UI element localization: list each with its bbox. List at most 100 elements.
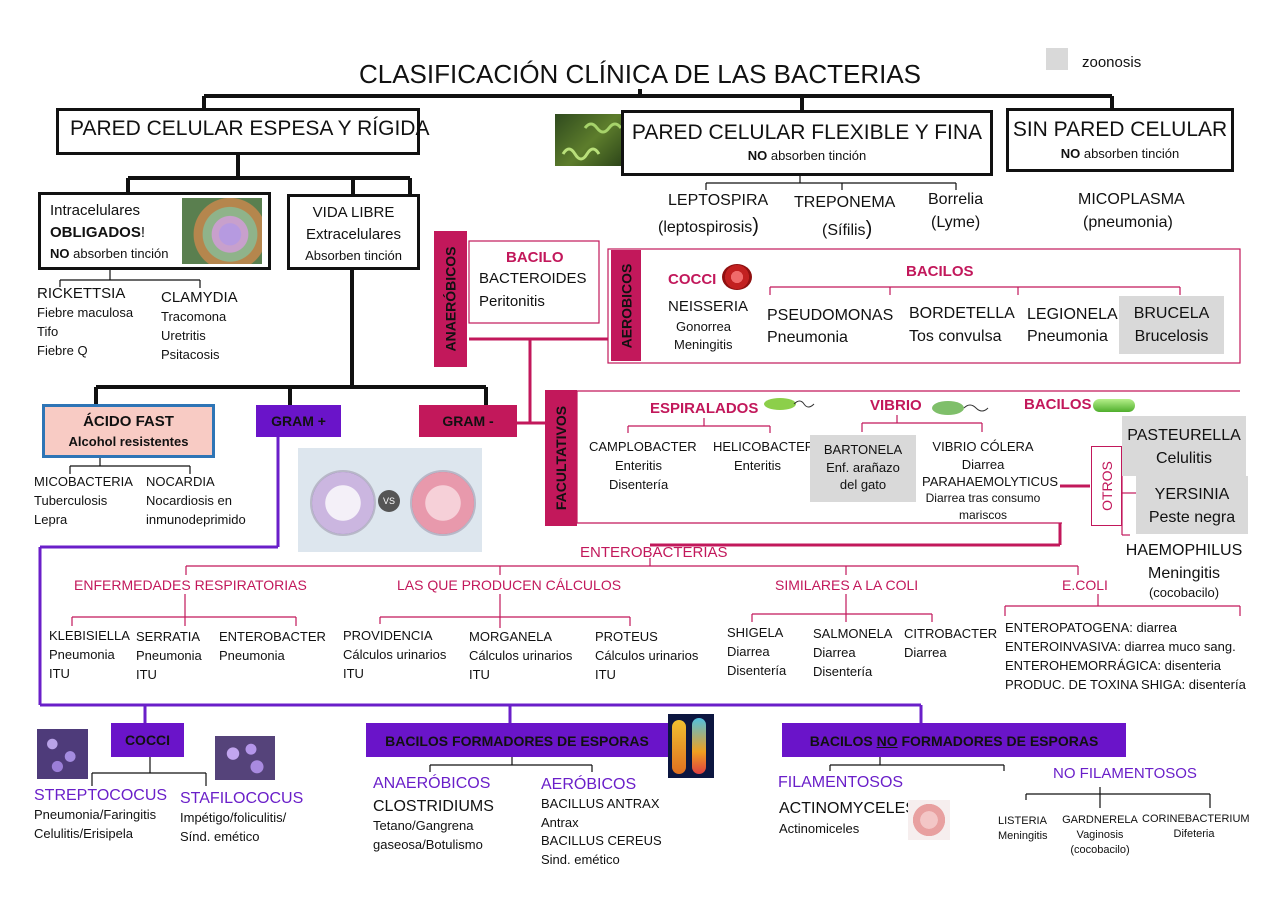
chlamydia-d1: Tracomona: [161, 309, 227, 324]
non-spore-pre: BACILOS: [809, 733, 877, 749]
legend-swatch: [1046, 48, 1068, 70]
chlamydia-name: CLAMYDIA: [161, 289, 238, 306]
flexible-wall-no: NO: [747, 148, 768, 163]
clostridium-d1: Tetano/Gangrena: [373, 818, 474, 833]
neisseria-d1: Gonorrea: [676, 319, 731, 334]
vibrio-colera-name: VIBRIO CÓLERA: [932, 439, 1034, 454]
aerobic-bacilli-head: BACILOS: [906, 263, 974, 280]
bartonela-d1: Enf. arañazo: [826, 460, 900, 475]
staphylococcus-image: [215, 736, 275, 780]
bacillus-icon: [1093, 399, 1135, 412]
resp-item-0-d2: ITU: [49, 666, 70, 681]
filamentous-head: FILAMENTOSOS: [778, 774, 904, 791]
acid-fast-box: [42, 404, 215, 458]
no-wall-no: NO: [1060, 146, 1081, 161]
spore-image: [668, 714, 714, 778]
facultative-label-box: FACULTATIVOS: [545, 390, 577, 526]
treponema-close: ): [865, 218, 873, 240]
coli-like-item-0-d1: Diarrea: [727, 644, 770, 659]
staphylococcus-d1: Impétigo/foliculitis/: [180, 810, 287, 825]
stones-head: LAS QUE PRODUCEN CÁLCULOS: [397, 577, 622, 593]
borrelia-name: Borrelia: [928, 191, 984, 208]
vibrio-colera-d3: Diarrea tras consumo: [925, 491, 1041, 505]
pseudomonas-name: PSEUDOMONAS: [767, 307, 894, 324]
actinomyces-name: ACTINOMYCELES: [779, 800, 916, 817]
stones-item-1-d1: Cálculos urinarios: [469, 648, 573, 663]
leptospira-close: ): [752, 215, 759, 237]
yersinia-disease: Peste negra: [1148, 509, 1236, 526]
ecoli-head: E.COLI: [1062, 577, 1108, 593]
ecoli-line-2: ENTEROHEMORRÁGICA: disenteria: [1005, 658, 1221, 673]
stones-item-2-d1: Cálculos urinarios: [595, 648, 699, 663]
gram-positive-dish: [310, 470, 376, 536]
free-life-line3: Absorben tinción: [305, 248, 402, 263]
non-spore-post: FORMADORES DE ESPORAS: [897, 733, 1099, 749]
bordetella-disease: Tos convulsa: [909, 328, 1002, 345]
actinomyces-image: [908, 800, 950, 840]
borrelia-disease: (Lyme): [931, 214, 981, 231]
treponema-disease: (Sífilis): [822, 217, 872, 242]
treponema-name: TREPONEMA: [794, 194, 896, 211]
mycoplasma-name: MICOPLASMA: [1078, 191, 1185, 208]
spiral-bacteria-icon: [762, 392, 818, 418]
leptospira-disease: (leptospirosis): [658, 214, 759, 239]
legend-label: zoonosis: [1082, 54, 1142, 71]
thick-wall-title: PARED CELULAR ESPESA Y RÍGIDA: [70, 117, 430, 140]
no-wall-box: [1006, 108, 1234, 172]
coli-like-item-1-name: SALMONELA: [813, 626, 893, 641]
acid-fast-sub: Alcohol resistentes: [68, 434, 189, 449]
intracellular-line3: NO absorben tinción: [50, 246, 169, 262]
corinebacterium-name: CORINEBACTERIUM: [1142, 813, 1250, 825]
intracellular-line2: OBLIGADOS!: [50, 224, 145, 243]
gram-negative-dish: [410, 470, 476, 536]
stones-item-1-d2: ITU: [469, 667, 490, 682]
vibrio-shape: [932, 401, 989, 415]
no-wall-sub: NO absorben tinción: [1006, 146, 1234, 162]
intracellular-no-stain: absorben tinción: [69, 246, 169, 261]
ecoli-line-0: ENTEROPATOGENA: diarrea: [1005, 620, 1177, 635]
others-label: OTROS: [1098, 461, 1115, 511]
neisseria-d2: Meningitis: [674, 337, 733, 352]
bacteroides-disease: Peritonitis: [479, 293, 545, 310]
rickettsia-d1: Fiebre maculosa: [37, 305, 134, 320]
facultative-bacilli-head: BACILOS: [1024, 396, 1092, 413]
listeria-d: Meningitis: [998, 830, 1048, 842]
treponema-d: (Sífilis: [822, 222, 866, 239]
camplobacter-d1: Enteritis: [615, 458, 662, 473]
stones-item-0-name: PROVIDENCIA: [343, 628, 433, 643]
bartonela-name: BARTONELA: [823, 442, 903, 457]
anaerobic-head: BACILO: [506, 249, 564, 266]
neisseria-name: NEISSERIA: [668, 298, 749, 315]
vibrio-head: VIBRIO: [870, 397, 922, 414]
free-life-line1: VIDA LIBRE: [312, 204, 395, 221]
mycobacteria-name: MICOBACTERIA: [34, 474, 133, 489]
non-filamentous-head: NO FILAMENTOSOS: [1053, 765, 1197, 782]
free-life-box: [287, 194, 420, 270]
haemophilus-d2: (cocobacilo): [1148, 585, 1220, 600]
camplobacter-d2: Disentería: [609, 477, 669, 492]
leptospira-name: LEPTOSPIRA: [668, 192, 769, 209]
vibrio-colera-d2: PARAHAEMOLYTICUS: [922, 474, 1059, 489]
coli-like-head: SIMILARES A LA COLI: [775, 577, 919, 593]
cocci-icon: [722, 264, 752, 290]
spirochete-shapes: [561, 122, 623, 161]
nocardia-d2: inmunodeprimido: [146, 512, 246, 527]
free-life-line2: Extracelulares: [305, 226, 402, 243]
coli-like-item-2-name: CITROBACTER: [904, 626, 998, 641]
ecoli-line-1: ENTEROINVASIVA: diarrea muco sang.: [1005, 639, 1236, 654]
stones-item-2-name: PROTEUS: [595, 629, 658, 644]
vibrio-icon: [928, 396, 998, 420]
staphylococcus-d2: Sínd. emético: [180, 829, 260, 844]
mycobacteria-d2: Lepra: [34, 512, 68, 527]
spirals-head: ESPIRALADOS: [650, 400, 759, 417]
intracellular-no: NO: [50, 246, 70, 261]
corinebacterium-d: Difeteria: [1173, 828, 1215, 840]
intracellular-line1: Intracelulares: [50, 202, 141, 219]
gram-negative-label: GRAM -: [442, 413, 494, 429]
vibrio-colera-d1: Diarrea: [961, 457, 1005, 472]
rickettsia-d3: Fiebre Q: [37, 343, 88, 358]
chlamydia-d3: Psitacosis: [161, 347, 220, 362]
bartonela-d2: del gato: [839, 477, 887, 492]
stones-item-1-name: MORGANELA: [469, 629, 553, 644]
streptococcus-d2: Celulitis/Erisipela: [34, 826, 133, 841]
